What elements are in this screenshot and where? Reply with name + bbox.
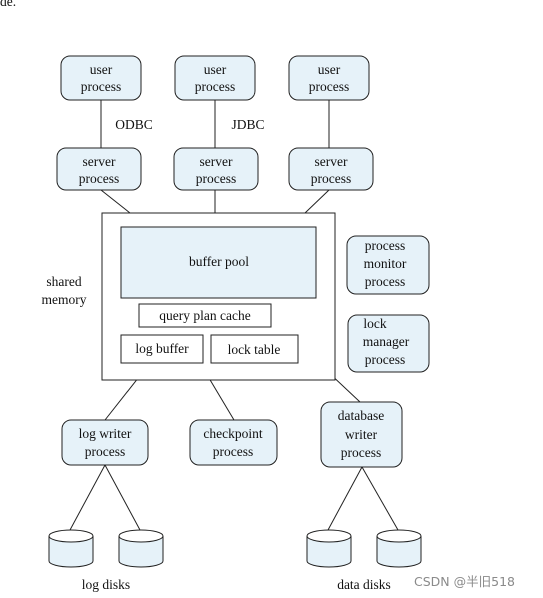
query-plan-cache: query plan cache — [138, 303, 272, 328]
process-monitor-line3: process — [365, 274, 406, 289]
odbc-label: ODBC — [115, 117, 153, 132]
buffer-pool-label: buffer pool — [189, 254, 249, 269]
server-process-2: server process — [173, 147, 259, 191]
checkpoint-process: checkpoint process — [189, 419, 278, 466]
process-monitor-process: process monitor process — [346, 235, 430, 295]
checkpoint-line1: checkpoint — [203, 426, 262, 441]
data-disks-label: data disks — [337, 577, 391, 592]
checkpoint-line2: process — [213, 444, 254, 459]
top-text-fragment: de. — [0, 0, 16, 9]
shared-memory-label-line2: memory — [42, 292, 87, 307]
database-writer-line2: writer — [345, 427, 378, 442]
server-process-1-line2: process — [79, 171, 120, 186]
user-process-2-line1: user — [204, 62, 227, 77]
user-process-3: user process — [288, 55, 370, 101]
lock-table-label: lock table — [228, 342, 281, 357]
database-writer-line1: database — [338, 408, 384, 423]
lock-manager-line1: lock — [363, 316, 386, 331]
shared-memory-label-line1: shared — [46, 274, 81, 289]
server-process-1-line1: server — [83, 154, 116, 169]
server-process-2-line1: server — [200, 154, 233, 169]
log-writer-process: log writer process — [61, 419, 149, 466]
query-plan-cache-label: query plan cache — [159, 308, 250, 323]
user-process-2-line2: process — [195, 79, 236, 94]
log-writer-line1: log writer — [79, 426, 132, 441]
log-writer-line2: process — [85, 444, 126, 459]
user-process-2: user process — [174, 55, 256, 101]
server-process-3-line2: process — [311, 171, 352, 186]
log-buffer: log buffer — [120, 334, 204, 364]
log-disk-1-icon — [48, 529, 94, 568]
lock-manager-line2: manager — [363, 334, 410, 349]
lock-table: lock table — [210, 334, 299, 364]
process-monitor-line2: monitor — [364, 256, 407, 271]
user-process-1: user process — [60, 55, 142, 101]
buffer-pool: buffer pool — [120, 226, 317, 299]
user-process-1-line1: user — [90, 62, 113, 77]
user-process-3-line2: process — [309, 79, 350, 94]
jdbc-label: JDBC — [231, 117, 264, 132]
database-writer-line3: process — [341, 445, 382, 460]
server-process-1: server process — [56, 147, 142, 191]
server-process-2-line2: process — [196, 171, 237, 186]
process-monitor-line1: process — [365, 238, 406, 253]
user-process-1-line2: process — [81, 79, 122, 94]
log-disk-2-icon — [118, 529, 164, 568]
data-disk-1-icon — [306, 529, 352, 568]
log-buffer-label: log buffer — [135, 341, 189, 356]
log-disks-label: log disks — [82, 577, 130, 592]
user-process-3-line1: user — [318, 62, 341, 77]
lock-manager-line3: process — [365, 352, 406, 367]
data-disk-2-icon — [376, 529, 422, 568]
server-process-3: server process — [288, 147, 374, 191]
watermark: CSDN @半旧518 — [414, 574, 515, 589]
server-process-3-line1: server — [315, 154, 348, 169]
database-writer-process: database writer process — [320, 401, 403, 468]
lock-manager-process: lock manager process — [347, 314, 430, 373]
